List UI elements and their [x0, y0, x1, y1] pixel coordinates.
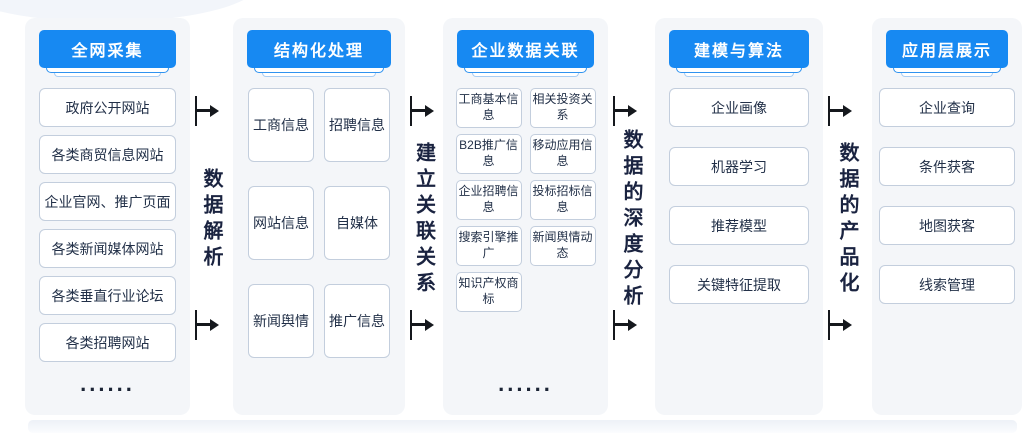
panel-modeling: 建模与算法 企业画像 机器学习 推荐模型 关键特征提取 [655, 18, 823, 415]
list-item: 企业画像 [669, 88, 809, 127]
panel-application-title: 应用层展示 [886, 30, 1008, 68]
panel-modeling-body: 企业画像 机器学习 推荐模型 关键特征提取 [655, 77, 823, 304]
connector-label: 数据的深度分析 [620, 129, 642, 311]
panel-application-body: 企业查询 条件获客 地图获客 线索管理 [872, 77, 1022, 304]
grid-item: 新闻舆情动态 [529, 226, 596, 266]
connector-label: 数据解析 [200, 168, 222, 272]
grid-item: 移动应用信息 [529, 134, 596, 174]
grid-item: 工商信息 [248, 88, 314, 162]
grid-item: 自媒体 [324, 186, 390, 260]
list-item: 各类新闻媒体网站 [39, 229, 176, 268]
list-item: 政府公开网站 [39, 88, 176, 127]
arrow-right-icon [195, 96, 220, 126]
list-item: 机器学习 [669, 147, 809, 186]
flow-diagram: 全网采集 政府公开网站 各类商贸信息网站 企业官网、推广页面 各类新闻媒体网站 … [25, 18, 1022, 415]
arrow-right-icon [195, 310, 220, 340]
arrow-right-icon [613, 310, 638, 340]
grid-item: B2B推广信息 [455, 134, 522, 174]
panel-association-body: 工商基本信息 相关投资关系 B2B推广信息 移动应用信息 企业招聘信息 投标招标… [443, 77, 608, 312]
panel-structuring: 结构化处理 工商信息 招聘信息 网站信息 自媒体 新闻舆情 推广信息 [233, 18, 405, 415]
arrow-right-icon [613, 96, 638, 126]
grid-item: 知识产权商标 [455, 272, 522, 312]
connector-deep-analysis: 数据的深度分析 [608, 18, 655, 415]
connector-productization: 数据的产品化 [823, 18, 872, 415]
grid-item: 网站信息 [248, 186, 314, 260]
panel-collection-body: 政府公开网站 各类商贸信息网站 企业官网、推广页面 各类新闻媒体网站 各类垂直行… [25, 77, 190, 362]
arrow-right-icon [410, 96, 435, 126]
arrow-right-icon [828, 310, 853, 340]
grid-item: 搜索引擎推广 [455, 226, 522, 266]
list-item: 条件获客 [879, 147, 1015, 186]
panel-collection-title: 全网采集 [39, 30, 176, 68]
panel-association-title: 企业数据关联 [457, 30, 594, 68]
bottom-decoration [28, 420, 1017, 433]
connector-label: 建立关联关系 [412, 142, 435, 298]
list-item: 关键特征提取 [669, 265, 809, 304]
connector-data-parsing: 数据解析 [190, 18, 233, 415]
list-item: 线索管理 [879, 265, 1015, 304]
list-item: 企业查询 [879, 88, 1015, 127]
panel-structuring-body: 工商信息 招聘信息 网站信息 自媒体 新闻舆情 推广信息 [233, 77, 405, 358]
list-item: 各类商贸信息网站 [39, 135, 176, 174]
grid-item: 新闻舆情 [248, 284, 314, 358]
arrow-right-icon [828, 96, 853, 126]
grid-item: 工商基本信息 [455, 88, 522, 128]
grid-item: 相关投资关系 [529, 88, 596, 128]
connector-build-relations: 建立关联关系 [405, 18, 443, 415]
list-item: 各类招聘网站 [39, 323, 176, 362]
arrow-right-icon [410, 310, 435, 340]
list-item: 地图获客 [879, 206, 1015, 245]
panel-application: 应用层展示 企业查询 条件获客 地图获客 线索管理 [872, 18, 1022, 415]
list-item: 企业官网、推广页面 [39, 182, 176, 221]
ellipsis: ...... [80, 371, 135, 396]
grid-item: 投标招标信息 [529, 180, 596, 220]
grid-item: 招聘信息 [324, 88, 390, 162]
list-item: 推荐模型 [669, 206, 809, 245]
panel-collection: 全网采集 政府公开网站 各类商贸信息网站 企业官网、推广页面 各类新闻媒体网站 … [25, 18, 190, 415]
grid-item: 企业招聘信息 [455, 180, 522, 220]
list-item: 各类垂直行业论坛 [39, 276, 176, 315]
ellipsis: ...... [498, 371, 553, 396]
panel-association: 企业数据关联 工商基本信息 相关投资关系 B2B推广信息 移动应用信息 企业招聘… [443, 18, 608, 415]
panel-structuring-title: 结构化处理 [247, 30, 391, 68]
connector-label: 数据的产品化 [836, 142, 858, 298]
grid-item: 推广信息 [324, 284, 390, 358]
panel-modeling-title: 建模与算法 [669, 30, 809, 68]
